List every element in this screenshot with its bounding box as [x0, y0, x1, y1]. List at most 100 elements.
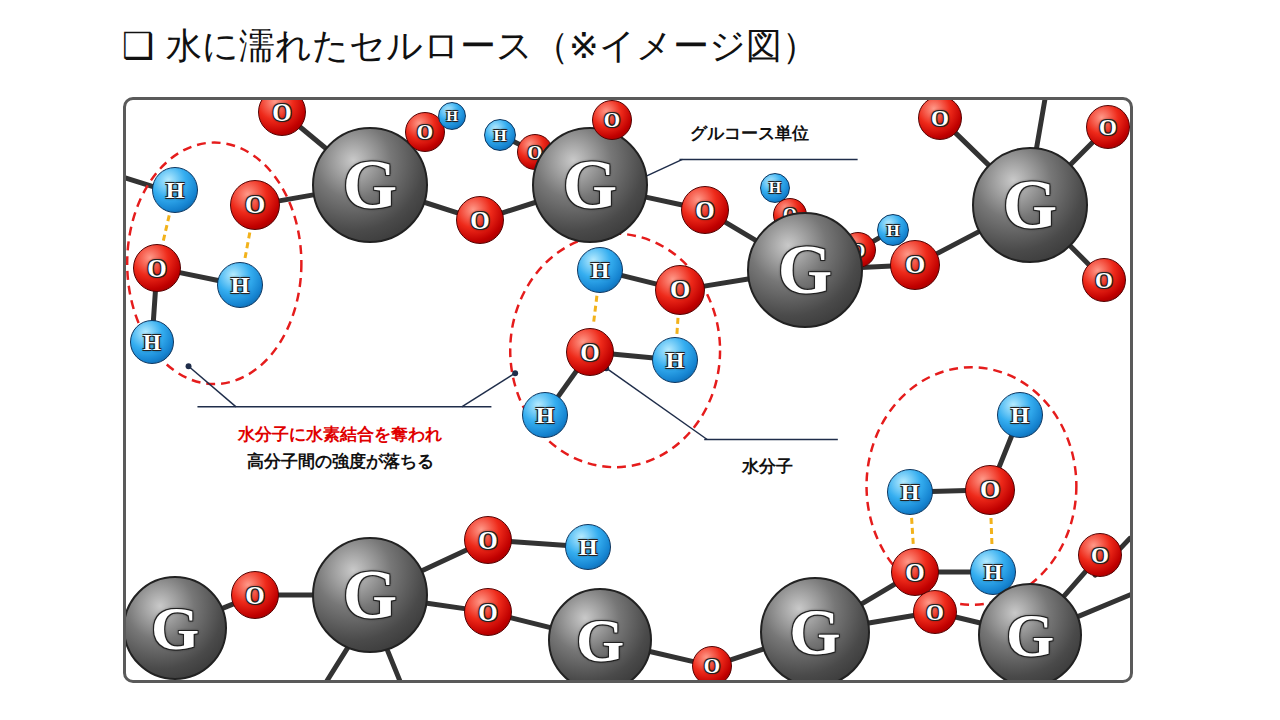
atom-symbol: G — [576, 609, 624, 671]
atom-symbol: O — [478, 600, 497, 625]
atom-symbol: H — [166, 178, 185, 202]
oxygen-atom: O — [891, 548, 939, 596]
oxygen-atom: O — [133, 244, 181, 292]
atom-symbol: G — [778, 235, 832, 305]
covalent-bond — [421, 549, 468, 571]
illustration-panel: GOOHOHHOOHHOGOHOOHHOHOOHGOGOOOHOHOHGOGOH… — [123, 97, 1133, 683]
covalent-bond — [620, 275, 657, 284]
oxygen-atom: O — [258, 97, 306, 136]
annotation-label: グルコース単位 — [690, 122, 809, 144]
atom-symbol: G — [343, 560, 397, 630]
covalent-bond — [860, 583, 896, 604]
oxygen-atom: O — [464, 516, 512, 564]
covalent-bond — [153, 290, 155, 322]
covalent-bond — [867, 615, 915, 623]
oxygen-atom: O — [1082, 258, 1126, 302]
covalent-bond — [937, 570, 972, 575]
highlight-ellipses — [127, 143, 1076, 605]
atom-symbol: O — [905, 252, 925, 278]
atom-symbol: O — [931, 107, 949, 130]
oxygen-atom: O — [231, 571, 279, 619]
atom-symbol: G — [151, 597, 199, 659]
hydrogen-atom: H — [577, 247, 623, 293]
oxygen-atom: O — [965, 465, 1015, 515]
covalent-bond — [277, 593, 314, 598]
slide-title: ❑ 水に濡れたセルロース（※イメージ図） — [122, 24, 818, 67]
atom-symbol: O — [580, 340, 599, 365]
oxygen-atom: O — [655, 265, 705, 315]
covalent-bond — [729, 649, 765, 661]
atom-symbol: O — [478, 528, 497, 553]
covalent-bond — [645, 197, 684, 205]
covalent-bond — [724, 221, 757, 241]
hydrogen-atom: H — [438, 102, 466, 130]
hydrogen-atom: H — [484, 119, 516, 151]
atom-symbol: O — [1095, 269, 1113, 292]
atom-symbol: G — [563, 150, 617, 220]
atom-symbol: H — [984, 560, 1003, 584]
atom-symbol: O — [926, 601, 944, 624]
oxygen-atom: O — [566, 328, 614, 376]
oxygen-atom: O — [692, 646, 732, 683]
atom-symbol: H — [493, 127, 506, 144]
glucose-atom: G — [548, 588, 652, 683]
atom-symbol: H — [536, 403, 555, 427]
bond-stubs — [126, 100, 1130, 680]
annotation-label: 水分子に水素結合を奪われ — [180, 423, 500, 445]
covalent-bond — [612, 354, 654, 358]
covalent-bond — [423, 202, 459, 213]
oxygen-atom: O — [464, 588, 512, 636]
covalent-bond — [931, 488, 967, 494]
atom-symbol: O — [417, 122, 433, 143]
glucose-atom: G — [978, 583, 1082, 683]
atom-symbol: O — [905, 560, 924, 585]
covalent-bond — [179, 272, 220, 280]
atom-symbol: H — [143, 331, 161, 354]
hydrogen-atom: H — [652, 337, 698, 383]
covalent-bond — [278, 195, 315, 202]
covalent-bond — [509, 617, 551, 628]
covalent-bond — [557, 370, 577, 398]
atom-symbol: O — [147, 256, 166, 281]
hydrogen-bond — [245, 233, 250, 260]
oxygen-atom: O — [913, 590, 957, 634]
covalent-bond — [1070, 141, 1094, 165]
hydrogen-bond — [163, 215, 169, 241]
hydrogen-atom: H — [130, 320, 174, 364]
atom-symbol: H — [666, 348, 685, 372]
atom-symbol: G — [1003, 170, 1057, 240]
hydrogen-bond — [677, 318, 678, 334]
atom-symbol: H — [1011, 403, 1030, 427]
covalent-bond — [703, 279, 750, 287]
atom-symbol: O — [245, 192, 265, 218]
hydrogen-atom: H — [997, 392, 1043, 438]
hydrogen-bond — [912, 518, 914, 545]
covalent-bond — [510, 542, 567, 546]
annotation-label: 高分子間の強度が落ちる — [180, 450, 500, 472]
atom-symbol: H — [446, 109, 458, 124]
atom-symbol: O — [1091, 544, 1109, 567]
glucose-atom: G — [532, 127, 648, 243]
oxygen-atom: O — [918, 97, 962, 140]
atom-symbol: H — [886, 222, 899, 239]
hydrogen-atom: H — [887, 469, 933, 515]
atom-symbol: H — [579, 535, 598, 559]
atom-symbol: H — [591, 258, 610, 282]
atom-symbol: O — [245, 583, 264, 608]
hydrogen-atom: H — [152, 167, 198, 213]
atom-symbol: H — [901, 480, 920, 504]
covalent-bond — [954, 132, 989, 166]
covalent-bond — [425, 603, 466, 609]
covalent-bond — [501, 202, 537, 213]
oxygen-atom: O — [456, 196, 504, 244]
atom-symbol: H — [231, 273, 250, 297]
covalent-bond — [1069, 245, 1090, 266]
covalent-bond — [935, 231, 980, 255]
hydrogen-bond — [593, 296, 597, 325]
atom-symbol: G — [343, 150, 397, 220]
atom-symbol: O — [604, 110, 620, 131]
hydrogen-atom: H — [565, 524, 611, 570]
atom-symbol: O — [670, 277, 690, 303]
glucose-atom: G — [123, 576, 227, 680]
annotation-label: 水分子 — [742, 455, 793, 477]
